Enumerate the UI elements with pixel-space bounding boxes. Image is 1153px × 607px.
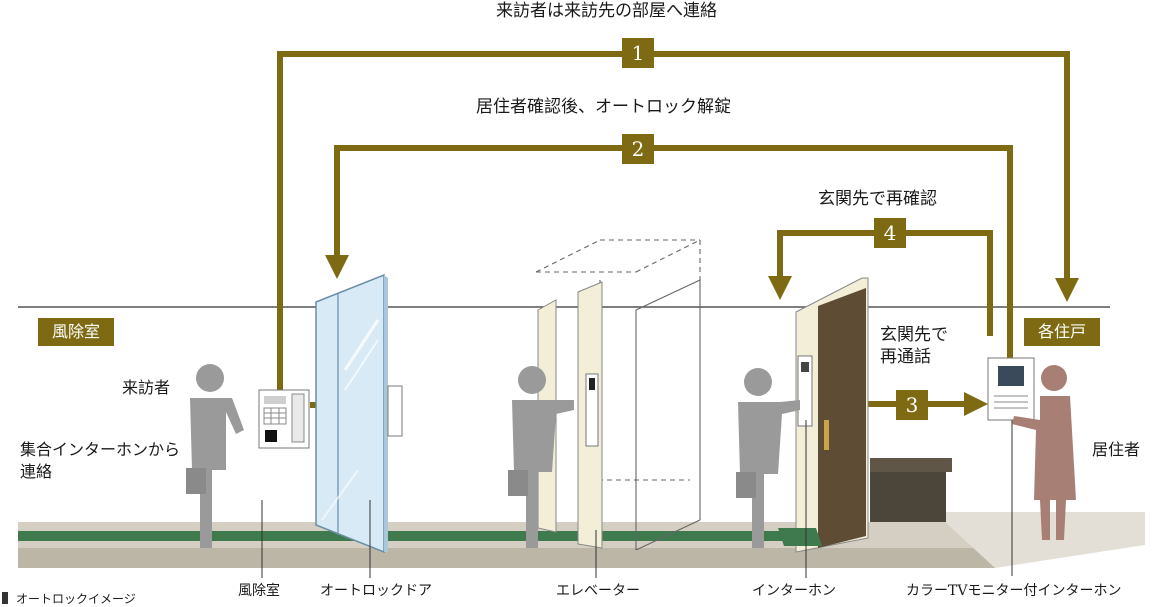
step1-number-badge: 1	[622, 38, 654, 68]
floor-front	[18, 548, 995, 568]
visitor-label: 来訪者	[122, 378, 171, 397]
resident-figure	[1012, 365, 1076, 540]
glass-door-edge	[384, 275, 388, 552]
visitor-figure-2	[508, 366, 574, 548]
arrowhead-1	[1055, 278, 1079, 302]
visitor-figure-3	[736, 368, 800, 548]
arrowhead-4	[768, 276, 792, 300]
door-handle	[824, 420, 829, 450]
step4-label: 玄関先で再確認	[818, 189, 937, 209]
monitor-intercom	[987, 357, 1035, 421]
floor-green-path	[18, 531, 820, 541]
glass-reflection-2	[344, 339, 379, 391]
glass-reflection-1	[343, 319, 380, 371]
step2-label: 居住者確認後、オートロック解錠	[476, 97, 731, 117]
glass-reflection-3	[321, 469, 359, 521]
interior-counter	[870, 472, 946, 522]
glass-door-panel	[315, 273, 385, 554]
caption-intercom: インターホン	[752, 583, 836, 599]
entrance-intercom-panel	[258, 389, 310, 449]
step1-label: 来訪者は来訪先の部屋へ連絡	[496, 1, 717, 21]
area-tag-units: 各住戸	[1024, 318, 1101, 346]
elevator-button-display	[589, 378, 595, 390]
caption-elevator: エレベーター	[556, 583, 640, 599]
step3-number-badge: 3	[896, 390, 928, 420]
arrow-line-1	[277, 51, 1070, 390]
step3-label-line1: 玄関先で	[880, 325, 948, 345]
legend-marker	[2, 592, 8, 604]
arrow-line-2	[334, 145, 1013, 358]
legend: オートロックイメージ	[2, 590, 136, 607]
arrowhead-2	[325, 255, 349, 279]
arrowhead-3	[964, 392, 988, 416]
interior-counter-top	[870, 458, 952, 472]
caption-monitor-intercom: カラーTVモニター付インターホン	[906, 583, 1122, 599]
call-label-line1: 集合インターホンから	[20, 440, 181, 459]
door-intercom-camera	[801, 362, 809, 372]
call-label-line2: 連絡	[20, 462, 53, 481]
resident-label: 居住者	[1092, 440, 1141, 459]
elevator-button-panel	[585, 373, 599, 447]
caption-vestibule: 風除室	[238, 583, 280, 599]
unit-door-leaf	[818, 288, 866, 548]
door-sensor	[387, 385, 403, 437]
door-intercom-device	[797, 355, 813, 427]
caption-autolock-door: オートロックドア	[320, 583, 432, 599]
visitor-figure-1	[186, 364, 244, 548]
green-floor-marker	[778, 528, 822, 546]
legend-text: オートロックイメージ	[16, 592, 136, 606]
elevator-frame	[535, 239, 701, 551]
area-tag-vestibule: 風除室	[38, 318, 115, 346]
step4-number-badge: 4	[874, 218, 906, 248]
step2-number-badge: 2	[622, 134, 654, 164]
step3-label-line2: 再通話	[880, 347, 931, 367]
